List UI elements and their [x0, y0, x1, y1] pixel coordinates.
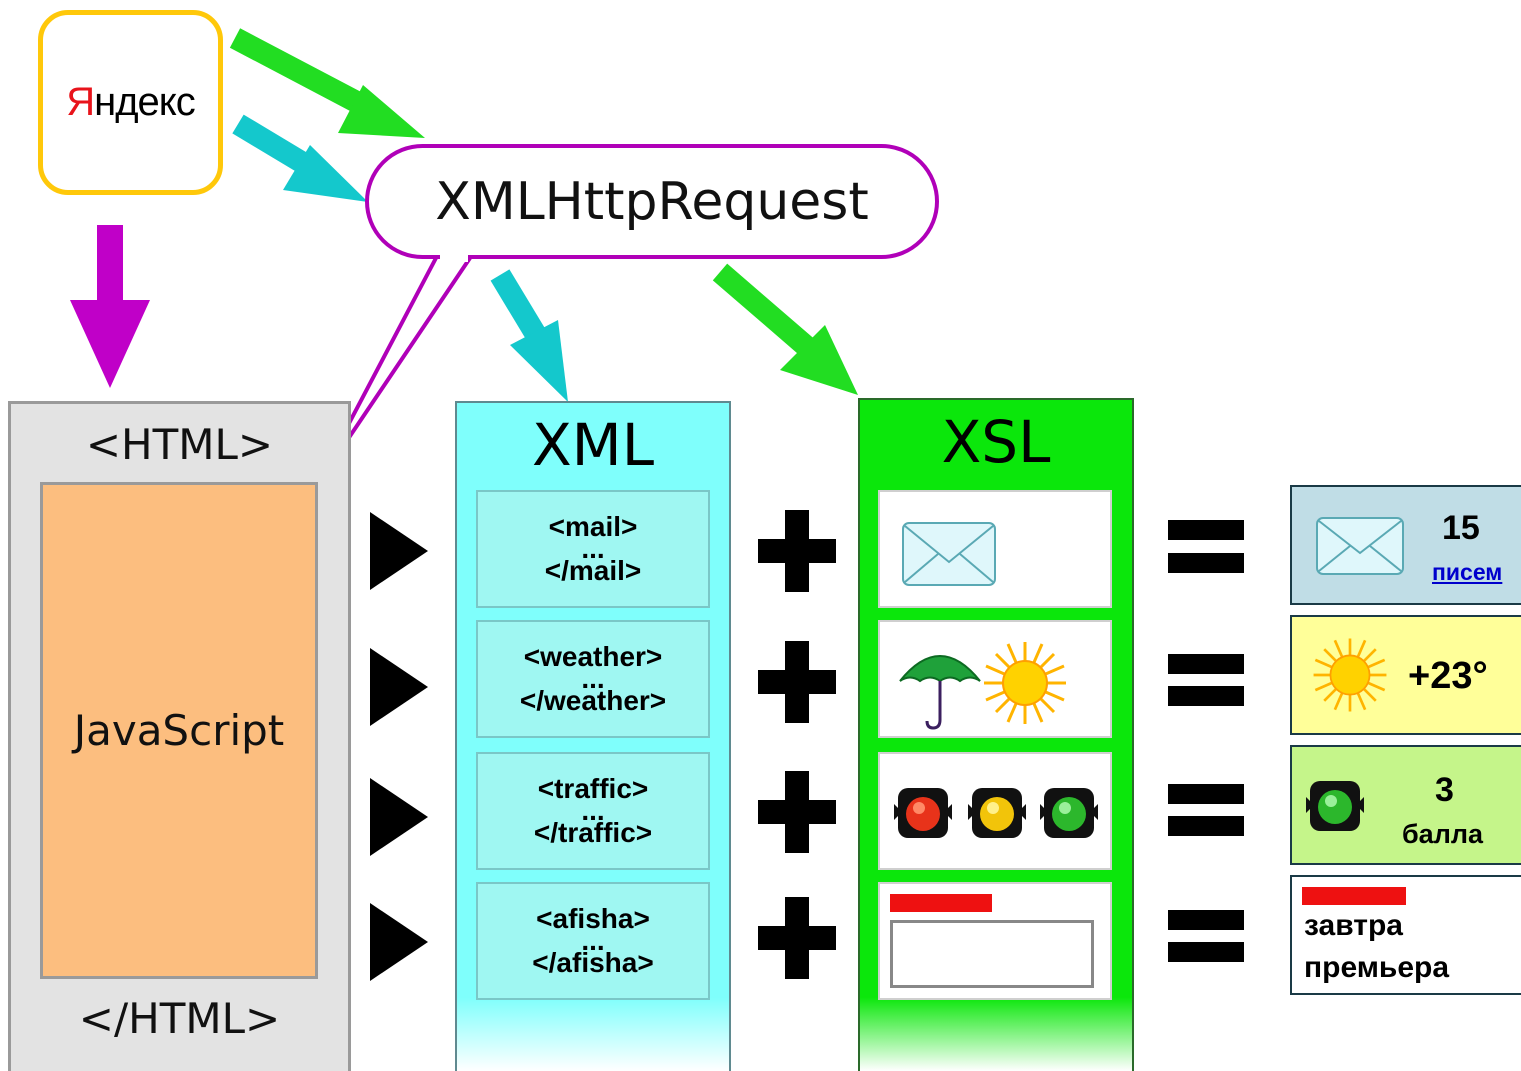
xml-title: XML: [531, 411, 655, 479]
xsl-template-traffic: [878, 752, 1112, 870]
sun-icon: [984, 642, 1066, 724]
equals-icon: [1168, 910, 1244, 930]
xml-item-traffic: <traffic>...</traffic>: [476, 752, 710, 870]
weather-temperature: +23°: [1408, 655, 1488, 697]
xsl-template-afisha: [878, 882, 1112, 1000]
arrow-logo-to-xhr-green-head: [338, 85, 425, 138]
plus-icon: [758, 926, 836, 950]
mail-link[interactable]: писем: [1432, 559, 1503, 585]
afisha-line-2: премьера: [1304, 951, 1450, 984]
equals-icon: [1168, 654, 1244, 674]
result-traffic-widget: 3 балла: [1290, 745, 1521, 865]
traffic-score-unit: балла: [1402, 819, 1484, 849]
traffic-light-green-icon: [1040, 788, 1098, 838]
plus-icon: [758, 539, 836, 563]
result-afisha-widget: завтра премьера: [1290, 875, 1521, 995]
xml-item-afisha: <afisha>...</afisha>: [476, 882, 710, 1000]
plus-icon: [758, 800, 836, 824]
equals-icon: [1168, 816, 1244, 836]
javascript-label: JavaScript: [73, 706, 285, 755]
equals-icon: [1168, 784, 1244, 804]
arrow-xhr-to-xml: [490, 269, 548, 344]
yandex-logo: Яндекс: [38, 10, 223, 195]
plus-icon: [758, 670, 836, 694]
xsl-title: XSL: [941, 408, 1051, 476]
equals-icon: [1168, 553, 1244, 573]
afisha-banner-icon: [890, 894, 992, 912]
xml-item-mail: <mail>...</mail>: [476, 490, 710, 608]
equals-icon: [1168, 520, 1244, 540]
play-arrow-icon: [370, 778, 428, 856]
umbrella-icon: [899, 655, 981, 730]
xhr-tail-join: [440, 252, 468, 262]
logo-rest-text: ндекс: [94, 80, 196, 124]
traffic-light-red-icon: [894, 788, 952, 838]
arrow-xhr-to-xsl: [712, 263, 816, 357]
arrow-xhr-to-xml-head: [510, 320, 568, 402]
xmlhttprequest-bubble: XMLHttpRequest: [365, 144, 939, 259]
afisha-banner-icon: [1302, 887, 1406, 905]
html-open-tag: <HTML>: [85, 420, 274, 469]
arrow-logo-to-xhr-green: [229, 28, 374, 118]
arrow-logo-to-html-head: [70, 300, 150, 388]
xhr-label: XMLHttpRequest: [435, 171, 869, 232]
equals-icon: [1168, 686, 1244, 706]
arrow-logo-to-xhr-cyan-head: [283, 145, 368, 202]
play-arrow-icon: [370, 648, 428, 726]
xsl-template-weather: [878, 620, 1112, 738]
xsl-template-mail: [878, 490, 1112, 608]
play-arrow-icon: [370, 512, 428, 590]
xml-item-weather: <weather>...</weather>: [476, 620, 710, 738]
traffic-light-yellow-icon: [968, 788, 1026, 838]
traffic-light-green-icon: [1306, 781, 1364, 831]
afisha-line-1: завтра: [1304, 909, 1403, 942]
logo-first-letter: Я: [66, 80, 95, 124]
mail-count: 15: [1442, 509, 1480, 547]
javascript-block: JavaScript: [40, 482, 318, 979]
arrow-xhr-to-xsl-head: [780, 325, 858, 395]
envelope-icon: [1316, 517, 1404, 575]
result-weather-widget: +23°: [1290, 615, 1521, 735]
sun-icon: [1313, 638, 1387, 712]
afisha-text-box: [890, 920, 1094, 988]
equals-icon: [1168, 942, 1244, 962]
envelope-icon: [902, 522, 996, 586]
traffic-score: 3: [1435, 771, 1454, 809]
play-arrow-icon: [370, 903, 428, 981]
result-mail-widget: 15 писем: [1290, 485, 1521, 605]
html-close-tag: </HTML>: [78, 994, 281, 1043]
